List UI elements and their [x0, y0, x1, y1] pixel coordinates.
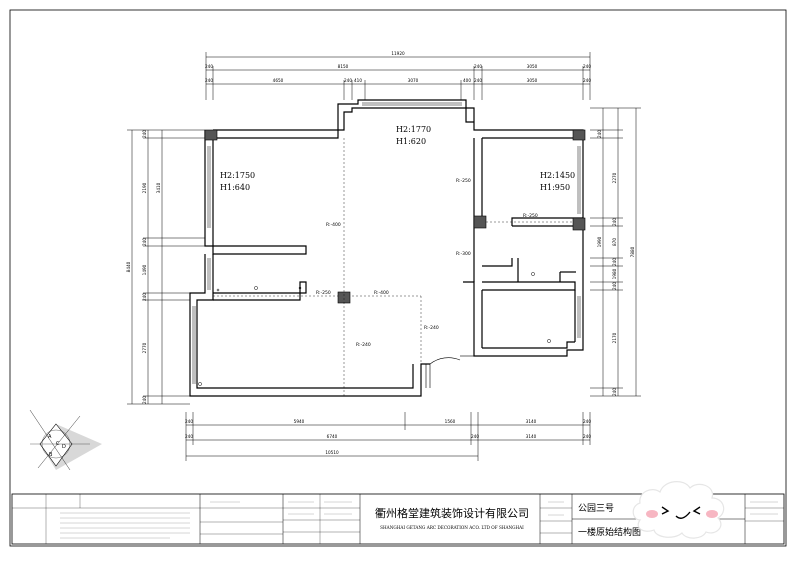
beam-label: R:-250 — [316, 290, 331, 296]
dim-top-sub: 4650 — [273, 78, 284, 83]
dim-bottom-seg: 1560 — [445, 419, 456, 424]
beam-label: R:-240 — [424, 325, 439, 331]
left-dim-labels: 8440 240 2190 240 1490 240 2770 240 3410 — [126, 130, 161, 404]
compass-letter: A — [48, 434, 52, 440]
dim-top-sub: 240 — [583, 78, 591, 83]
dim-top-seg: 240 — [583, 64, 591, 69]
dim-left-seg: 2770 — [142, 342, 147, 353]
dim-top-seg: 3050 — [527, 64, 538, 69]
sheet-title: 一楼原始结构图 — [578, 526, 641, 538]
dim-top-total: 11920 — [391, 51, 405, 56]
sheet-border — [9, 9, 787, 547]
dim-top-seg: 8150 — [338, 64, 349, 69]
dim-right-seg: 1980 — [612, 268, 617, 279]
dim-right-seg: 240 — [612, 388, 617, 396]
room-labels: H2:1770 H1:620 H2:1750 H1:640 H2:1450 H1… — [220, 125, 575, 192]
dim-bottom-seg: 5940 — [294, 419, 305, 424]
dim-right-seg: 240 — [612, 218, 617, 226]
dim-left-total: 8440 — [126, 261, 131, 272]
dim-bottom-total: 10510 — [325, 450, 339, 455]
dim-top-seg: 240 — [205, 64, 213, 69]
dim-right-total: 7880 — [630, 246, 635, 257]
beam-label: R:-250 — [523, 213, 538, 219]
dim-top-sub: 240 — [474, 78, 482, 83]
right-dimensions — [590, 107, 641, 397]
dim-bottom-seg: 240 — [583, 419, 591, 424]
right-dim-labels: 240 2270 240 870 240 1980 240 2170 240 7… — [597, 130, 635, 396]
dim-bottom-seg: 3140 — [526, 419, 537, 424]
windows — [192, 102, 581, 384]
outer-walls — [189, 99, 584, 397]
dim-left-seg: 240 — [142, 130, 147, 138]
cloud-sticker — [632, 481, 725, 539]
bottom-dimensions — [185, 412, 591, 461]
dim-right-seg: 870 — [612, 238, 617, 246]
dim-bottom-sub: 240 — [583, 434, 591, 439]
dim-right-seg: 2170 — [612, 332, 617, 343]
compass-logo: A B C D — [29, 409, 102, 471]
dim-left-seg: 240 — [142, 293, 147, 301]
dim-right-seg: 2270 — [612, 172, 617, 183]
window-right-h2: H2:1450 — [540, 171, 575, 180]
dim-top-sub: 240 — [205, 78, 213, 83]
beam-lines — [213, 138, 573, 396]
top-dimensions — [205, 52, 591, 100]
top-dim-labels: 11920 240 8150 240 3050 240 240 4650 240… — [205, 51, 591, 83]
dim-right-seg: 240 — [612, 282, 617, 290]
window-center-h1: H1:620 — [396, 137, 426, 146]
door — [425, 355, 474, 388]
window-right-h1: H1:950 — [540, 183, 570, 192]
compass-letter: B — [49, 452, 53, 458]
compass-letter: C — [56, 441, 60, 447]
bottom-dim-labels: 240 5940 1560 3140 240 240 6740 240 3140… — [185, 419, 591, 455]
dim-right-seg: 240 — [597, 130, 602, 138]
dim-top-seg: 240 — [474, 64, 482, 69]
dim-top-sub: 240 — [344, 78, 352, 83]
dim-bottom-sub: 3140 — [526, 434, 537, 439]
title-block-notes — [60, 501, 778, 539]
dim-top-sub: 3070 — [408, 78, 419, 83]
dim-left-seg: 240 — [142, 396, 147, 404]
dim-bottom-sub: 240 — [471, 434, 479, 439]
dim-bottom-sub: 240 — [185, 434, 193, 439]
dim-left-seg: 240 — [142, 238, 147, 246]
beam-label: R:-400 — [326, 222, 341, 228]
beam-label: R:-400 — [374, 290, 389, 296]
dim-top-sub: 3050 — [527, 78, 538, 83]
window-left-h2: H2:1750 — [220, 171, 255, 180]
dim-right-sub: 1990 — [597, 236, 602, 247]
dim-left-seg: 1490 — [142, 264, 147, 275]
company-name-en: SHANGHAI GETANG ARC DECORATION ACO. LTD … — [380, 525, 524, 530]
beam-label: R:-250 — [456, 178, 471, 184]
dim-bottom-seg: 240 — [185, 419, 193, 424]
left-dimensions — [127, 129, 205, 405]
dim-left-seg: 2190 — [142, 182, 147, 193]
window-center-h2: H2:1770 — [396, 125, 431, 134]
dim-top-sub: 410 — [354, 78, 362, 83]
dim-left-sub: 3410 — [156, 182, 161, 193]
dim-bottom-sub: 6740 — [327, 434, 338, 439]
compass-letter: D — [62, 444, 66, 450]
company-name-cn: 衢州格堂建筑装饰设计有限公司 — [375, 506, 529, 520]
dim-right-seg: 240 — [612, 258, 617, 266]
beam-label: R:-300 — [456, 251, 471, 257]
beam-labels: R:-400 R:-250 R:-250 R:-400 R:-250 R:-30… — [316, 178, 538, 348]
project-name: 公园三号 — [578, 503, 614, 514]
fixtures — [198, 272, 551, 386]
beam-label: R:-240 — [356, 342, 371, 348]
window-left-h1: H1:640 — [220, 183, 250, 192]
dim-top-sub: 400 — [463, 78, 471, 83]
